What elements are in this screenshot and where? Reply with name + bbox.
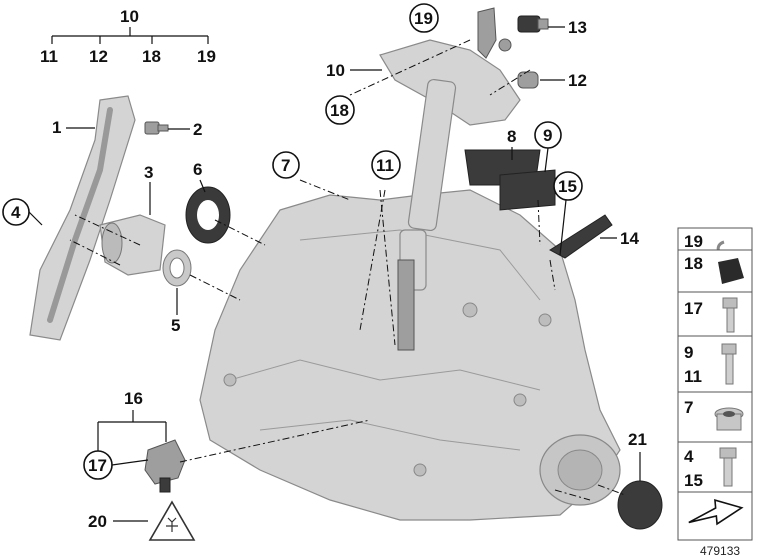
label-1: 1 [52,118,61,137]
label-8: 8 [507,127,516,146]
legend-label-17: 17 [684,299,703,318]
part-9-bracket [499,169,556,211]
group-10-item-18: 18 [142,47,161,66]
label-7: 7 [281,156,290,175]
legend-label-4: 4 [684,447,694,466]
label-21: 21 [628,430,647,449]
plug-icon [166,517,178,532]
group-10-item-12: 12 [89,47,108,66]
legend-label-9: 9 [684,343,693,362]
legend-panel: 19 18 17 9 11 7 4 15 [677,227,753,541]
group-16-bracket: 16 17 [83,389,167,480]
label-2: 2 [193,120,202,139]
part-20-warning: 20 [88,500,196,541]
label-4: 4 [11,203,21,222]
label-19: 19 [414,9,433,28]
label-11: 11 [376,156,394,175]
label-5: 5 [171,316,180,335]
group-10-item-11: 11 [40,47,58,66]
gearbox-housing [199,189,621,521]
legend-label-15: 15 [684,471,703,490]
label-14: 14 [620,229,639,248]
part-14-bracket [549,214,613,259]
label-15-circle [553,171,583,201]
part-6-seal [185,186,231,244]
label-18: 18 [330,101,349,120]
label-9: 9 [543,126,552,145]
warning-triangle-icon [148,500,196,541]
label-13: 13 [568,18,587,37]
part-17-sensor-unit [144,439,186,493]
part-21-plug [617,480,663,530]
bolt-head-icon [722,297,738,309]
part-3-guide-tube [99,214,166,276]
label-19-circle [409,3,439,33]
part-5-ring [162,249,192,287]
bushing-icon [718,258,744,284]
legend-row-17 [677,291,753,337]
legend-label-19: 19 [684,232,703,251]
label-6: 6 [193,160,202,179]
flange-bolt-icon [719,447,737,459]
group-10-bracket: 10 11 12 18 19 [40,7,216,66]
label-12: 12 [568,71,587,90]
group-10-item-19: 19 [197,47,216,66]
legend-label-7: 7 [684,398,693,417]
labels: 1 2 3 4 5 6 7 8 9 10 11 12 13 14 15 [2,3,647,481]
diagram-id: 479133 [700,544,740,558]
label-7-circle [272,151,300,179]
dashed-leaders [69,39,626,501]
legend-label-11: 11 [684,367,702,386]
screw-head-icon [721,343,737,355]
label-3: 3 [144,163,153,182]
legend-label-18: 18 [684,254,703,273]
legend-row-4-15 [677,441,753,493]
part-2-bolt [144,121,169,135]
label-11-circle [371,150,401,180]
label-10: 10 [326,61,345,80]
group-10-title: 10 [120,7,139,26]
group-16-title: 16 [124,389,143,408]
part-13-sensor [517,15,549,33]
shift-mechanism [379,7,521,351]
label-15: 15 [558,177,577,196]
label-17: 17 [88,456,107,475]
label-18-circle [325,95,355,125]
part-12-cap [517,71,539,89]
direction-arrow-icon [688,498,744,526]
label-20: 20 [88,512,107,531]
